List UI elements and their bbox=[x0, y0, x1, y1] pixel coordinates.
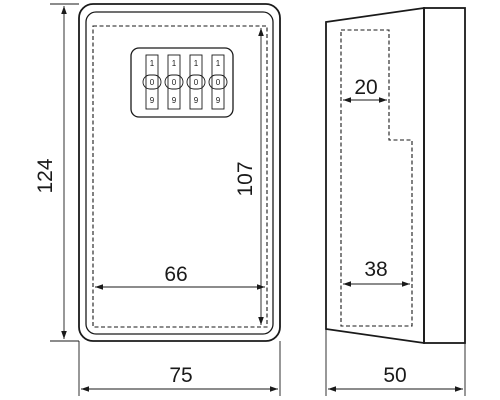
combination-lock: 1 0 9 1 0 9 1 0 9 1 0 9 bbox=[130, 47, 234, 118]
dimension-inner-depth-top-label: 20 bbox=[354, 76, 377, 99]
dial-wheel[interactable]: 1 0 9 bbox=[186, 54, 206, 110]
dimension-depth: 50 bbox=[325, 329, 466, 396]
dial-wheel[interactable]: 1 0 9 bbox=[142, 54, 162, 110]
dial-wheel-body bbox=[211, 54, 225, 110]
dimension-inner-height-label: 107 bbox=[234, 161, 257, 196]
dimension-inner-width: 66 bbox=[95, 263, 265, 290]
dial-digit-top: 1 bbox=[172, 59, 177, 68]
dimension-inner-depth-top: 20 bbox=[343, 76, 387, 103]
dial-wheel[interactable]: 1 0 9 bbox=[208, 54, 228, 110]
dial-digit-bottom: 9 bbox=[150, 96, 155, 105]
dial-digit-top: 1 bbox=[194, 59, 199, 68]
dial-wheel-body bbox=[189, 54, 203, 110]
dial-selector-ring bbox=[208, 74, 228, 90]
front-inner-bezel bbox=[85, 11, 274, 335]
dial-digit-middle: 0 bbox=[172, 78, 177, 87]
dial-digit-top: 1 bbox=[150, 59, 155, 68]
dial-digit-middle: 0 bbox=[216, 78, 221, 87]
dial-selector-ring bbox=[164, 74, 184, 90]
dimension-inner-depth-bottom-label: 38 bbox=[364, 258, 387, 281]
side-back-plate bbox=[423, 7, 466, 344]
dimension-depth-label: 50 bbox=[383, 364, 406, 387]
dial-selector-ring bbox=[142, 74, 162, 90]
dial-digit-top: 1 bbox=[216, 59, 221, 68]
dimension-inner-depth-bottom: 38 bbox=[343, 258, 410, 287]
dimension-height: 124 bbox=[34, 3, 79, 342]
dimension-width: 75 bbox=[78, 341, 281, 396]
side-view: 20 38 50 bbox=[325, 6, 466, 396]
dial-digit-bottom: 9 bbox=[216, 96, 221, 105]
dimension-width-label: 75 bbox=[169, 364, 192, 387]
dial-wheel-body bbox=[145, 54, 159, 110]
dial-digit-middle: 0 bbox=[194, 78, 199, 87]
front-inner-compartment bbox=[92, 25, 268, 328]
dial-digit-bottom: 9 bbox=[172, 96, 177, 105]
dial-digit-bottom: 9 bbox=[194, 96, 199, 105]
side-inner-compartment bbox=[340, 29, 413, 327]
front-outer-body bbox=[78, 3, 281, 342]
dimension-height-label: 124 bbox=[34, 158, 57, 193]
front-view: 1 0 9 1 0 9 1 0 9 1 0 9 124 107 66 75 bbox=[34, 3, 281, 396]
dial-wheel[interactable]: 1 0 9 bbox=[164, 54, 184, 110]
dial-selector-ring bbox=[186, 74, 206, 90]
dial-digit-middle: 0 bbox=[150, 78, 155, 87]
dial-window bbox=[130, 47, 234, 118]
dimension-inner-height: 107 bbox=[234, 28, 264, 325]
dimension-inner-width-label: 66 bbox=[164, 263, 187, 286]
dial-wheel-body bbox=[167, 54, 181, 110]
